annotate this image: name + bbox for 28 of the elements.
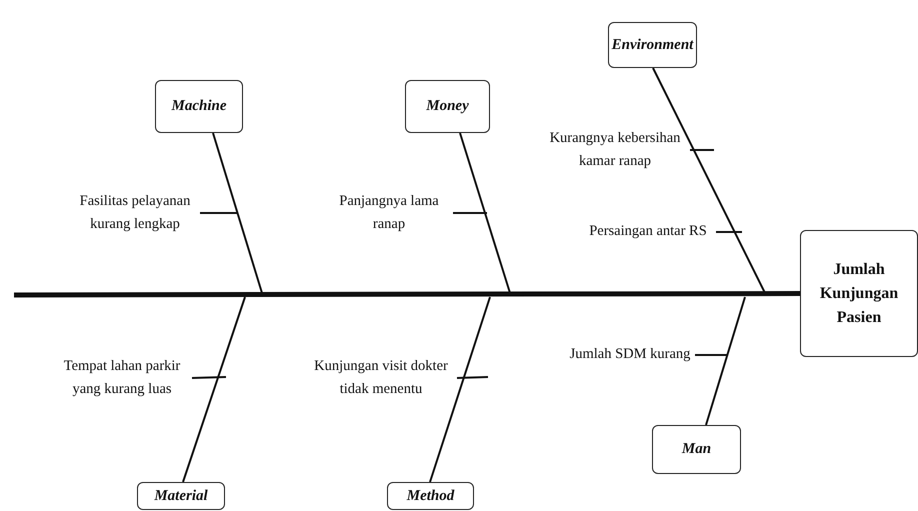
leader-line bbox=[716, 231, 742, 233]
bone-line bbox=[182, 296, 246, 482]
bone-line bbox=[652, 68, 766, 294]
cause-text: Panjangnya lama ranap bbox=[338, 192, 440, 234]
bone-line bbox=[429, 296, 491, 482]
cause-text: Kurangnya kebersihan kamar ranap bbox=[548, 128, 682, 171]
cause-text: Fasilitas pelayanan kurang lengkap bbox=[78, 192, 192, 234]
leader-line bbox=[200, 212, 237, 214]
leader-line bbox=[453, 212, 487, 214]
category-box: Money bbox=[405, 80, 490, 133]
category-box: Man bbox=[652, 425, 741, 474]
leader-line bbox=[695, 354, 728, 356]
bone-line bbox=[212, 132, 263, 294]
cause-text: Kunjungan visit dokter tidak menentu bbox=[313, 356, 449, 399]
cause-text: Persaingan antar RS bbox=[589, 222, 707, 242]
bone-line bbox=[705, 296, 746, 426]
effect-box: Jumlah Kunjungan Pasien bbox=[800, 230, 918, 357]
category-box: Machine bbox=[155, 80, 243, 133]
bone-line bbox=[459, 132, 511, 294]
leader-line bbox=[456, 376, 488, 379]
leader-line bbox=[192, 376, 226, 379]
category-box: Material bbox=[137, 482, 225, 510]
leader-line bbox=[690, 149, 714, 151]
cause-text: Tempat lahan parkir yang kurang luas bbox=[62, 356, 182, 399]
category-box: Method bbox=[387, 482, 474, 510]
spine-line bbox=[14, 291, 800, 298]
cause-text: Jumlah SDM kurang bbox=[570, 345, 690, 364]
category-box: Environment bbox=[608, 22, 697, 68]
